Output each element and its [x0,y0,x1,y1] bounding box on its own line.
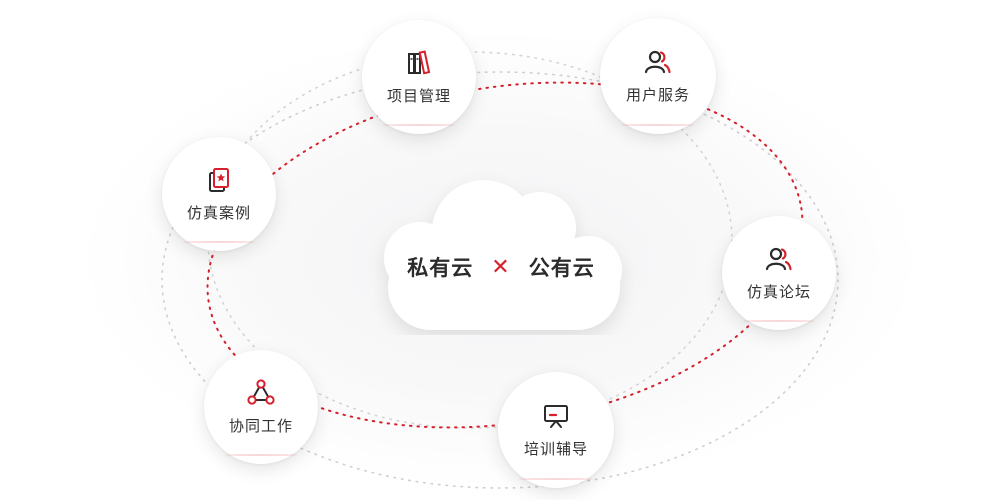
node-simulation-forum[interactable]: 仿真论坛 [722,216,836,330]
node-project-management[interactable]: 项目管理 [362,20,476,134]
node-simulation-cases[interactable]: 仿真案例 [162,137,276,251]
node-user-service[interactable]: 用户服务 [600,18,716,134]
center-cloud: 私有云 ✕ 公有云 [362,170,640,335]
cloud-shape [384,180,622,330]
node-collaboration[interactable]: 协同工作 [204,350,318,464]
users-icon [765,247,792,271]
network-icon [247,379,275,405]
cloud-title: 私有云 ✕ 公有云 [362,252,640,282]
gray-orbit-outer [161,71,839,489]
node-label: 协同工作 [228,417,293,435]
cross-icon: ✕ [491,254,511,280]
private-cloud-label: 私有云 [407,256,474,280]
node-training[interactable]: 培训辅导 [498,372,614,488]
node-label: 仿真论坛 [746,283,811,301]
users-icon [644,50,671,74]
public-cloud-label: 公有云 [528,256,595,280]
binders-icon [408,50,431,75]
node-label: 培训辅导 [523,440,588,458]
node-label: 仿真案例 [186,204,251,222]
presentation-board-icon [544,405,568,428]
case-cards-icon [209,168,229,192]
node-label: 项目管理 [386,87,451,105]
node-label: 用户服务 [625,86,690,104]
